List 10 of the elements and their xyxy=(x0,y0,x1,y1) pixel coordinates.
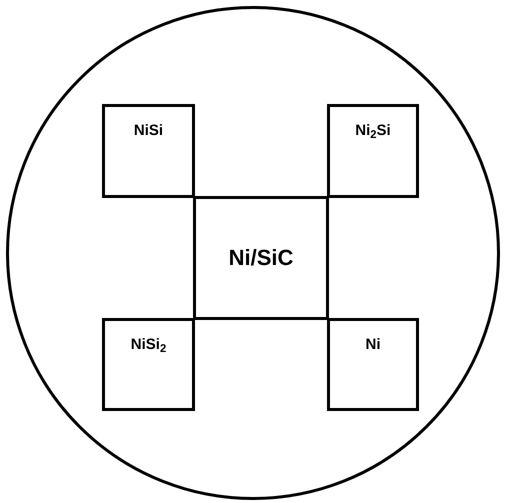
phase-box xyxy=(102,104,195,198)
phase-label: Ni xyxy=(366,337,380,355)
phase-label: Ni$_{2}$Si xyxy=(355,123,391,143)
phase-label: NiSi$_{2}$ xyxy=(130,337,166,357)
phase-box xyxy=(327,318,419,411)
phase-label: NiSi xyxy=(134,123,164,141)
phase-box xyxy=(327,104,419,198)
phase-label: Ni/SiC xyxy=(228,247,294,269)
center-box xyxy=(193,196,329,320)
phase-box xyxy=(102,318,195,411)
